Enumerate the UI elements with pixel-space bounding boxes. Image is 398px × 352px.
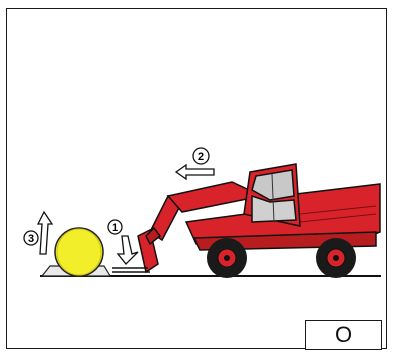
step-3-arrow: 3 bbox=[24, 212, 52, 254]
operator-cab bbox=[244, 164, 300, 226]
step-3-number: 3 bbox=[28, 233, 34, 245]
answer-box: O bbox=[305, 320, 382, 350]
round-bale bbox=[55, 228, 103, 276]
rear-wheel bbox=[207, 238, 247, 278]
step-2-arrow: 2 bbox=[176, 148, 214, 179]
step-1-number: 1 bbox=[112, 222, 118, 234]
step-1-arrow: 1 bbox=[108, 220, 138, 264]
front-wheel bbox=[316, 238, 356, 278]
step-2-number: 2 bbox=[198, 151, 204, 163]
